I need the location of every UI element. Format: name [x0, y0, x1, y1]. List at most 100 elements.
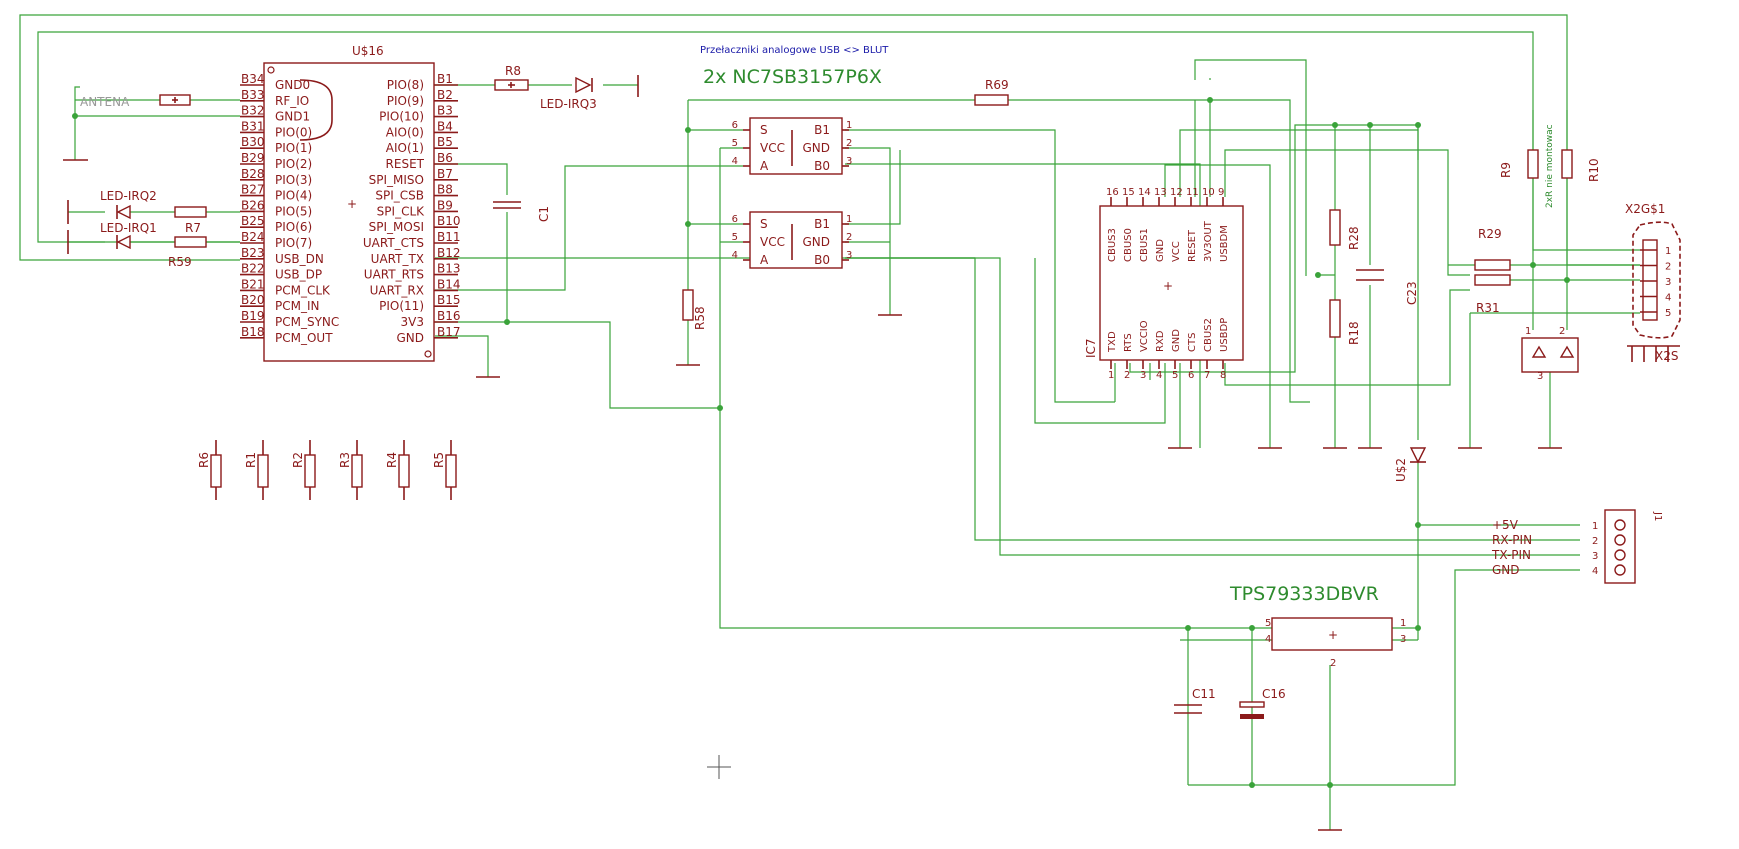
module-pin-label: PIO(0)	[275, 125, 312, 139]
r29-label: R29	[1478, 227, 1502, 241]
module-pin-num: B27	[241, 183, 265, 197]
svg-text:1: 1	[1525, 326, 1531, 337]
module-pin-label: PCM_SYNC	[275, 315, 339, 329]
ic7-pin-num: 15	[1122, 187, 1135, 198]
module-pin-num: B18	[241, 325, 265, 339]
capacitor-c11: C11	[1174, 687, 1216, 714]
switch-pin-num: 4	[732, 250, 738, 261]
bottom-resistor-label: R3	[338, 452, 352, 468]
module-pin-label: PIO(7)	[275, 236, 312, 250]
diode-u2: U$2	[1394, 447, 1427, 482]
ic7-label: IC7	[1084, 338, 1098, 358]
led-irq1: LED-IRQ1 R7 R59	[100, 221, 207, 269]
r18-label: R18	[1347, 321, 1361, 345]
ic7-pin-num: 9	[1218, 187, 1224, 198]
regulator-pin-num: 4	[1265, 634, 1271, 645]
ic7-pin-label: 3V3OUT	[1203, 220, 1214, 262]
switch-pin-num: 5	[732, 232, 738, 243]
ic7-pin-num: 14	[1138, 187, 1151, 198]
switch-pin-num: 3	[846, 250, 852, 261]
ic7-pin-label: CBUS2	[1203, 318, 1214, 352]
module-pin-label: AIO(1)	[386, 141, 424, 155]
module-pin-label: PIO(5)	[275, 204, 312, 218]
bottom-resistor-label: R4	[385, 452, 399, 468]
module-pin-num: B24	[241, 230, 265, 244]
module-pin-label: PCM_IN	[275, 299, 319, 313]
switch-pin-num: 3	[846, 156, 852, 167]
switch-pin-label: GND	[802, 235, 830, 249]
bottom-resistor	[351, 454, 363, 488]
module-right-pins: B1PIO(8)B2PIO(9)B3PIO(10)B4AIO(0)B5AIO(1…	[363, 72, 461, 345]
ic7-pin-label: VCC	[1171, 241, 1182, 262]
ic7-pin-num: 5	[1172, 370, 1178, 381]
bottom-resistor	[398, 454, 410, 488]
switch-pin-num: 5	[732, 138, 738, 149]
switch-pin-label: B1	[814, 123, 830, 137]
module-pin-label: PIO(1)	[275, 141, 312, 155]
ic7-pin-label: TXD	[1107, 331, 1118, 353]
switch-pin-label: B0	[814, 253, 830, 267]
regulator-title: TPS79333DBVR	[1229, 583, 1379, 605]
module-pin-num: B15	[437, 293, 461, 307]
module-pin-label: PCM_CLK	[275, 283, 331, 297]
module-pin-label: SPI_CLK	[377, 204, 425, 218]
module-pin-num: B2	[437, 88, 453, 102]
ic7-pin-label: CBUS1	[1139, 228, 1150, 262]
j1-pin-num: 2	[1592, 536, 1598, 547]
j1-label: J1	[1652, 511, 1663, 521]
module-pin-num: B19	[241, 309, 265, 323]
capacitor-c23: C23	[1356, 269, 1419, 305]
module-pin-num: B3	[437, 104, 453, 118]
j1-pin-label: RX-PIN	[1492, 533, 1532, 547]
ic7-pin-num: 6	[1188, 370, 1194, 381]
module-pin-num: B23	[241, 246, 265, 260]
diode-pair-x2s: 1 2 3 X2S	[1521, 326, 1680, 382]
module-pin-label: AIO(0)	[386, 125, 424, 139]
led-irq2: LED-IRQ2	[100, 189, 207, 220]
led-irq2-label: LED-IRQ2	[100, 189, 157, 203]
j1-pin-num: 3	[1592, 551, 1598, 562]
ic7-pin-label: RXD	[1155, 330, 1166, 352]
junctions	[72, 97, 1570, 788]
module-pin-num: B9	[437, 198, 453, 212]
capacitor-c16: C16	[1239, 687, 1286, 719]
c23-label: C23	[1405, 281, 1419, 305]
usb-pin-num: 1	[1665, 246, 1671, 257]
svg-text:3: 3	[1537, 371, 1543, 382]
module-pin-label: GND0	[275, 78, 310, 92]
module-pin-label: USB_DP	[275, 268, 322, 282]
module-pin-label: UART_TX	[371, 252, 424, 266]
ic7-pin-label: RESET	[1187, 229, 1198, 262]
svg-text:+: +	[1328, 628, 1338, 642]
module-pin-num: B1	[437, 72, 453, 86]
resistor-r28: R28	[1329, 209, 1361, 250]
module-pin-num: B12	[437, 246, 461, 260]
module-pin-num: B11	[437, 230, 461, 244]
svg-text:+: +	[1163, 279, 1173, 293]
x2s-label: X2S	[1655, 349, 1678, 363]
ic7-pin-label: GND	[1155, 239, 1166, 262]
regulator-pin-num: 3	[1400, 634, 1406, 645]
module-pin-label: PIO(11)	[379, 299, 424, 313]
ic7-pin-num: 13	[1154, 187, 1167, 198]
switch-pin-num: 2	[846, 232, 852, 243]
svg-text:+: +	[347, 197, 357, 211]
r59-label: R59	[168, 255, 192, 269]
u2-label: U$2	[1394, 458, 1408, 482]
regulator-pin-num: 5	[1265, 618, 1271, 629]
antena-label: ANTENA	[80, 95, 130, 109]
ic7-pin-label: USBDP	[1219, 318, 1230, 352]
bottom-resistor-label: R6	[197, 452, 211, 468]
module-pin-label: PIO(3)	[275, 173, 312, 187]
module-pin-num: B20	[241, 293, 265, 307]
c16-label: C16	[1262, 687, 1286, 701]
switch-pin-label: GND	[802, 141, 830, 155]
module-pin-label: SPI_MISO	[369, 173, 424, 187]
ic7-pin-label: USBDM	[1219, 225, 1230, 262]
resistor-r10: R10	[1561, 149, 1601, 182]
